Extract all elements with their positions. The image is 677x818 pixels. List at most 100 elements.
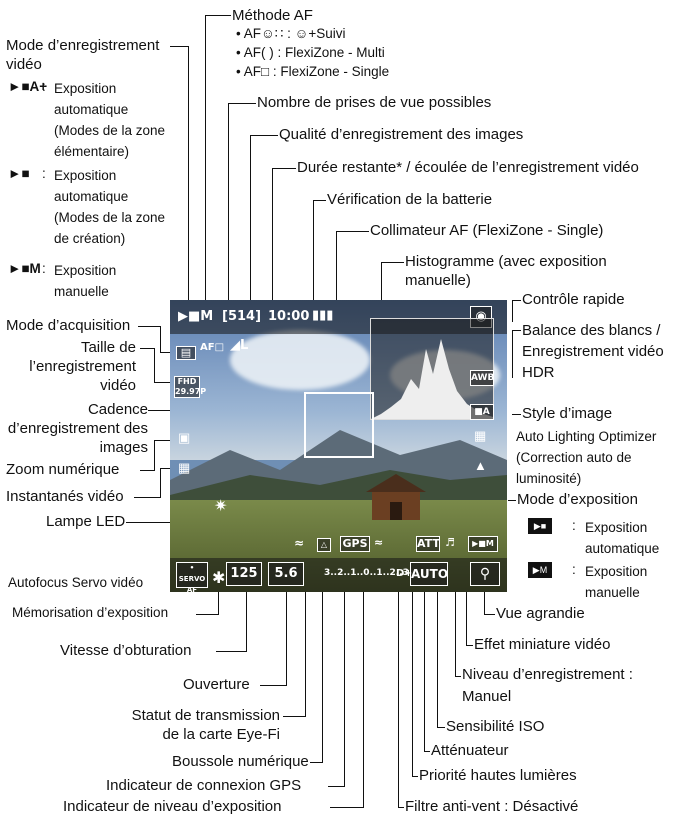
leader	[260, 685, 286, 686]
label-zoom: Zoom numérique	[6, 461, 120, 478]
label-mode-enreg-a: Exposition automatique (Modes de la zone…	[54, 81, 166, 159]
label-effet-miniature: Effet miniature vidéo	[474, 636, 611, 653]
leader	[305, 560, 306, 717]
leader	[154, 440, 172, 441]
label-taille: Taille de l’enregistrement vidéo	[29, 339, 136, 394]
leader	[154, 348, 155, 382]
label-lampe: Lampe LED	[46, 513, 126, 530]
af-point-frame[interactable]	[304, 392, 374, 458]
label-mode-expo-a: Exposition automatique	[585, 520, 660, 556]
leader	[512, 300, 521, 301]
leader	[466, 645, 473, 646]
label-priorite: Priorité hautes lumières	[419, 767, 577, 784]
leader	[512, 330, 521, 331]
time-remaining: 10:00	[268, 309, 310, 324]
attenuator-indicator: ATT	[416, 536, 440, 552]
label-niveau-enreg: Niveau d’enregistrement : Manuel	[462, 666, 633, 705]
label-mode-enreg-b: Exposition automatique (Modes de la zone…	[54, 168, 166, 246]
barn	[366, 474, 426, 520]
label-nombre-prises: Nombre de prises de vue possibles	[257, 94, 492, 111]
label-mode-expo: Mode d’exposition	[517, 491, 638, 508]
leader	[512, 330, 513, 378]
leader	[272, 168, 273, 303]
movie-mode-icon: ▶■M	[178, 309, 214, 324]
ae-lock-icon: ✱	[212, 568, 226, 587]
leader	[160, 468, 161, 498]
expo-manual-icon: ▶M	[528, 562, 552, 578]
leader	[246, 570, 247, 652]
leader	[424, 555, 425, 752]
movie-fps-text: 29.97P	[175, 387, 207, 396]
label-mode-enreg: Mode d’enregistrement vidéo	[6, 37, 160, 73]
aperture-value[interactable]: 5.6	[268, 562, 304, 586]
leader	[437, 572, 438, 728]
leader	[272, 168, 296, 169]
key-mode-a: ►■A+	[8, 79, 48, 94]
key-mode-c: ►■M	[8, 261, 41, 276]
label-mode-acquisition: Mode d’acquisition	[6, 317, 131, 334]
highlight-priority-icon: D+	[396, 568, 413, 579]
quality-icon: ◢L	[230, 338, 249, 353]
label-ouverture: Ouverture	[183, 676, 250, 693]
label-memorisation: Mémorisation d’exposition	[12, 605, 169, 620]
label-histogramme: Histogramme (avec exposition manuelle)	[405, 253, 607, 289]
label-eyefi: Statut de transmission de la carte Eye-F…	[131, 707, 280, 743]
picture-style-icon: ■A	[470, 404, 494, 420]
cloud	[230, 330, 370, 390]
compass-icon: △	[317, 538, 331, 552]
leader	[138, 326, 160, 327]
leader	[170, 46, 188, 47]
leader	[412, 776, 418, 777]
leader	[216, 651, 246, 652]
leader	[336, 231, 369, 232]
label-autofocus: Autofocus Servo vidéo	[8, 575, 144, 590]
label-vitesse: Vitesse d’obturation	[60, 642, 192, 659]
leader	[154, 440, 155, 471]
leader	[205, 15, 206, 305]
movie-size-icon: FHD 29.97P	[174, 376, 206, 398]
label-duree: Durée restante* / écoulée de l’enregistr…	[297, 159, 639, 176]
leader	[512, 300, 513, 322]
servo-af-text: SERVO AF	[178, 575, 206, 592]
leader	[140, 470, 154, 471]
label-collimateur: Collimateur AF (FlexiZone - Single)	[370, 222, 604, 239]
wb-awb-icon: AWB	[470, 370, 494, 386]
movie-size-text: FHD	[177, 377, 197, 386]
leader	[381, 262, 382, 322]
leader	[437, 727, 445, 728]
leader	[484, 572, 485, 615]
leader	[283, 716, 305, 717]
label-gps: Indicateur de connexion GPS	[106, 777, 302, 794]
label-vue-agrandie: Vue agrandie	[496, 605, 585, 622]
leader	[188, 46, 189, 304]
sep: :	[42, 261, 46, 276]
label-cadence: Cadence d’enregistrement des images	[7, 401, 148, 456]
magnify-button[interactable]: ⚲	[470, 562, 500, 586]
shutter-speed[interactable]: 125	[226, 562, 262, 586]
exposure-scale: 3..2..1..0..1..2..3	[324, 568, 409, 578]
leader	[512, 414, 521, 415]
label-alo: Auto Lighting Optimizer (Correction auto…	[516, 429, 657, 486]
video-snapshot-icon: ▦	[178, 460, 191, 475]
leader	[398, 555, 399, 808]
label-niveau-expo: Indicateur de niveau d’exposition	[63, 798, 282, 815]
label-controle-rapide: Contrôle rapide	[522, 291, 625, 308]
leader	[140, 348, 154, 349]
wind-filter-icon: ≈	[374, 536, 384, 549]
label-qualite: Qualité d’enregistrement des images	[279, 126, 524, 143]
label-af-opt2: • AF( ) : FlexiZone - Multi	[236, 45, 385, 60]
battery-icon: ▮▮▮	[312, 308, 334, 323]
iso-value[interactable]: AUTO	[410, 562, 448, 586]
leader	[363, 580, 364, 808]
label-iso: Sensibilité ISO	[446, 718, 545, 735]
leader	[160, 468, 172, 469]
leader	[455, 555, 456, 677]
servo-af-indicator: •SERVO AF	[176, 562, 208, 592]
digital-zoom-icon: ▣	[178, 430, 191, 445]
leader	[412, 572, 413, 777]
exposure-mode-icon: ▶■M	[468, 536, 498, 552]
drive-mode-icon: ▤	[176, 346, 196, 360]
label-mode-expo-m: Exposition manuelle	[585, 564, 648, 600]
label-instantanes: Instantanés vidéo	[6, 488, 124, 505]
leader	[322, 555, 323, 763]
